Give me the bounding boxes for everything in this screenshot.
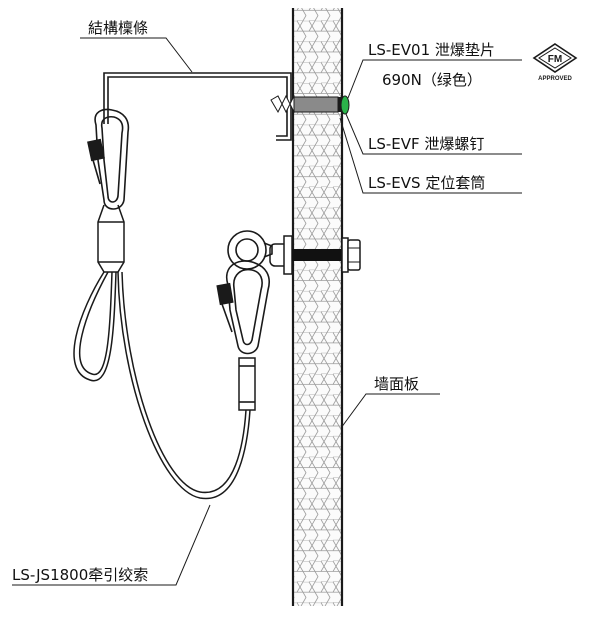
label-structure-purlin: 結構檁條 [88,19,149,37]
lower-anchor-bolt [227,230,361,275]
fm-badge-text: FM [548,54,562,65]
upper-vent-screw [270,94,350,115]
leader-lines [12,37,522,586]
traction-cable [117,271,251,500]
label-evf-screw: LS-EVF 泄爆螺钉 [368,135,485,153]
label-ev01-force: 690N（绿色） [382,71,482,89]
upper-carabiner [87,108,130,210]
fm-approved-badge: FM APPROVED [532,43,578,82]
label-evs-sleeve: LS-EVS 定位套筒 [368,174,486,192]
vent-washer [293,96,339,113]
label-js1800-cable: LS-JS1800牵引绞索 [12,566,149,584]
purlin-bracket [103,72,292,141]
green-indicator-disc [340,95,350,115]
approved-badge-text: APPROVED [538,76,572,82]
label-wall-panel: 墙面板 [374,375,420,393]
lower-carabiner [216,260,270,411]
cable-loop [73,204,125,382]
label-ev01-washer: LS-EV01 泄爆垫片 [368,41,495,59]
